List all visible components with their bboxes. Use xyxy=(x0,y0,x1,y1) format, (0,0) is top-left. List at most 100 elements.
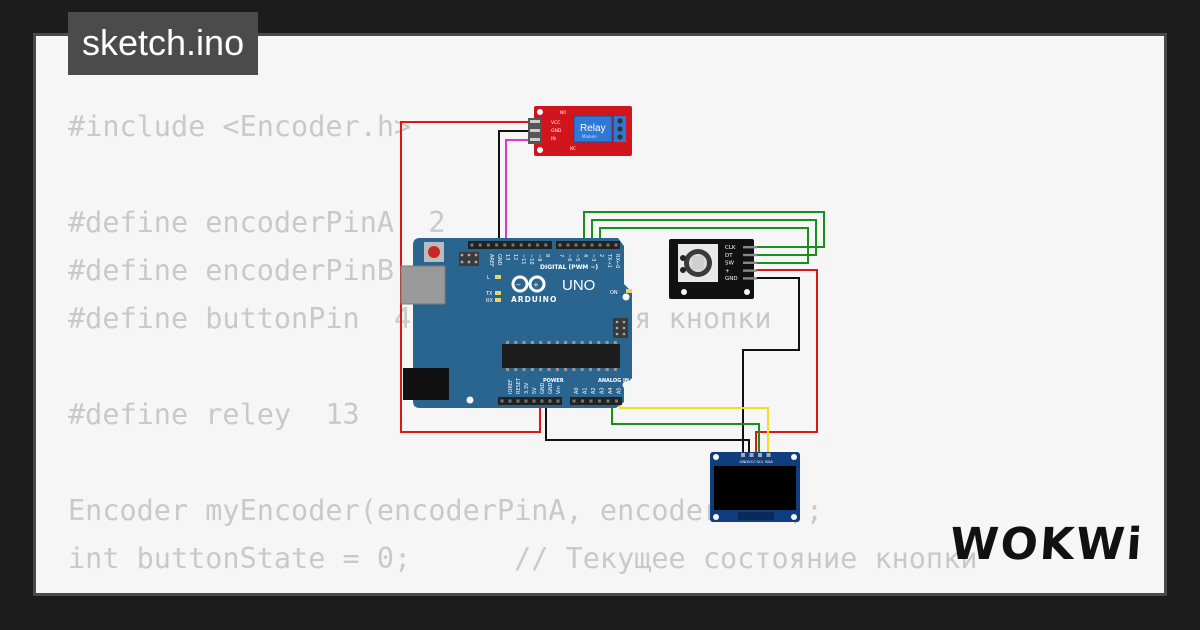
wire-relay-in[interactable] xyxy=(505,139,536,244)
header-label: 7 xyxy=(558,254,564,257)
oled-pin[interactable] xyxy=(741,453,745,457)
power-pin-label: RESET xyxy=(516,377,522,394)
oled-pin[interactable] xyxy=(758,453,762,457)
encoder-pin[interactable] xyxy=(743,246,757,249)
header-pin[interactable] xyxy=(606,243,610,247)
relay-pin-in: IN xyxy=(551,136,556,142)
wire-encoder-sw[interactable] xyxy=(599,227,809,264)
oled-pin-label: SDA xyxy=(765,459,773,464)
header-label: ~9 xyxy=(536,254,542,261)
wire-encoder-dt[interactable] xyxy=(591,219,817,256)
header-label: ~3 xyxy=(590,254,596,261)
wire-oled-scl[interactable] xyxy=(611,402,760,458)
wire-relay-gnd[interactable] xyxy=(498,130,536,244)
power-pin-label: IOREF xyxy=(508,379,514,394)
wire-oled-sda[interactable] xyxy=(619,402,769,458)
header-pin[interactable] xyxy=(544,243,548,247)
wire-relay-vcc[interactable] xyxy=(400,121,541,433)
oled-pin-label: VCC xyxy=(748,459,756,464)
header-pin[interactable] xyxy=(615,399,618,403)
chip-leg xyxy=(530,341,534,344)
header-pin[interactable] xyxy=(540,399,544,403)
relay-module[interactable]: VCC GND IN NO NC Relay Module xyxy=(528,106,632,156)
header-pin[interactable] xyxy=(519,243,523,247)
header-pin[interactable] xyxy=(598,399,601,403)
header-pin[interactable] xyxy=(558,243,562,247)
header-pin[interactable] xyxy=(590,243,594,247)
analog-pin-label: A0 xyxy=(574,387,580,394)
header-pin[interactable] xyxy=(508,399,512,403)
header-pin[interactable] xyxy=(598,243,602,247)
header-pin[interactable] xyxy=(556,399,560,403)
header-pin[interactable] xyxy=(524,399,528,403)
header-pin[interactable] xyxy=(532,399,536,403)
analog-label: ANALOG IN xyxy=(598,378,629,384)
header-pin[interactable] xyxy=(572,399,576,403)
encoder-pin[interactable] xyxy=(743,261,757,264)
header-pin[interactable] xyxy=(511,243,515,247)
encoder-pin-label: SW xyxy=(725,261,734,267)
chip-leg xyxy=(613,368,617,371)
header-pin[interactable] xyxy=(581,399,584,403)
chip-leg xyxy=(514,341,518,344)
svg-text:−: − xyxy=(516,281,522,289)
chip-leg xyxy=(539,341,543,344)
header-pin[interactable] xyxy=(582,243,586,247)
reset-button[interactable] xyxy=(428,246,440,258)
analog-pin-label: A4 xyxy=(608,387,614,394)
encoder-pin[interactable] xyxy=(743,277,757,280)
header-pin[interactable] xyxy=(516,399,520,403)
header-pin[interactable] xyxy=(500,399,504,403)
header-pin[interactable] xyxy=(495,243,499,247)
power-pin-label: GND xyxy=(548,382,554,394)
header-pin[interactable] xyxy=(470,243,474,247)
oled-pin-label: GND xyxy=(740,459,749,464)
encoder-pin[interactable] xyxy=(743,269,757,272)
encoder-pin[interactable] xyxy=(743,253,757,257)
code-editor[interactable]: #include <Encoder.h>#define encoderPinA … xyxy=(68,103,1029,593)
oled-pin[interactable] xyxy=(749,453,754,457)
oled-pin-label: SCL xyxy=(757,459,765,464)
header-label: ~6 xyxy=(566,254,572,261)
header-pin[interactable] xyxy=(614,243,618,247)
header-pin[interactable] xyxy=(606,399,610,403)
analog-pin-label: A3 xyxy=(600,387,606,394)
header-pin[interactable] xyxy=(566,243,570,247)
header-pin[interactable] xyxy=(503,243,507,247)
header-pin[interactable] xyxy=(527,243,531,247)
wokwi-logo: WOKWi xyxy=(948,519,1146,570)
analog-header xyxy=(570,397,622,405)
chip-leg xyxy=(506,341,509,344)
wire-oled-gnd[interactable] xyxy=(545,405,750,458)
header-pin[interactable] xyxy=(574,243,578,247)
header-label: TX→1 xyxy=(606,253,612,268)
wire-encoder-clk[interactable] xyxy=(583,211,825,248)
power-label: POWER xyxy=(543,378,564,384)
header-pin[interactable] xyxy=(548,399,552,403)
header-pin[interactable] xyxy=(478,243,482,247)
oled-screen xyxy=(714,466,796,510)
header-pin[interactable] xyxy=(486,243,490,247)
chip-leg xyxy=(597,341,601,344)
oled-pin[interactable] xyxy=(766,453,771,457)
header-pin[interactable] xyxy=(589,399,593,403)
file-tab[interactable]: sketch.ino xyxy=(68,12,259,75)
chip-leg xyxy=(555,368,559,371)
header-label: 2 xyxy=(598,254,604,257)
wire-encoder-gnd[interactable] xyxy=(742,277,800,458)
chip-leg xyxy=(564,341,568,344)
wire-encoder-vcc[interactable] xyxy=(755,269,818,458)
code-line: Encoder myEncoder(encoderPinA, encoderPi… xyxy=(68,494,823,527)
chip-leg xyxy=(572,368,576,371)
code-line: #define reley 13 xyxy=(68,398,360,431)
file-tab-title: sketch.ino xyxy=(82,22,245,63)
header-pin[interactable] xyxy=(536,243,540,247)
header-label: ~11 xyxy=(520,254,526,265)
chip-leg xyxy=(555,341,559,344)
relay-subtitle: Module xyxy=(582,134,597,139)
chip-leg xyxy=(605,341,609,344)
code-line: #define encoderPinA 2 xyxy=(68,206,446,239)
